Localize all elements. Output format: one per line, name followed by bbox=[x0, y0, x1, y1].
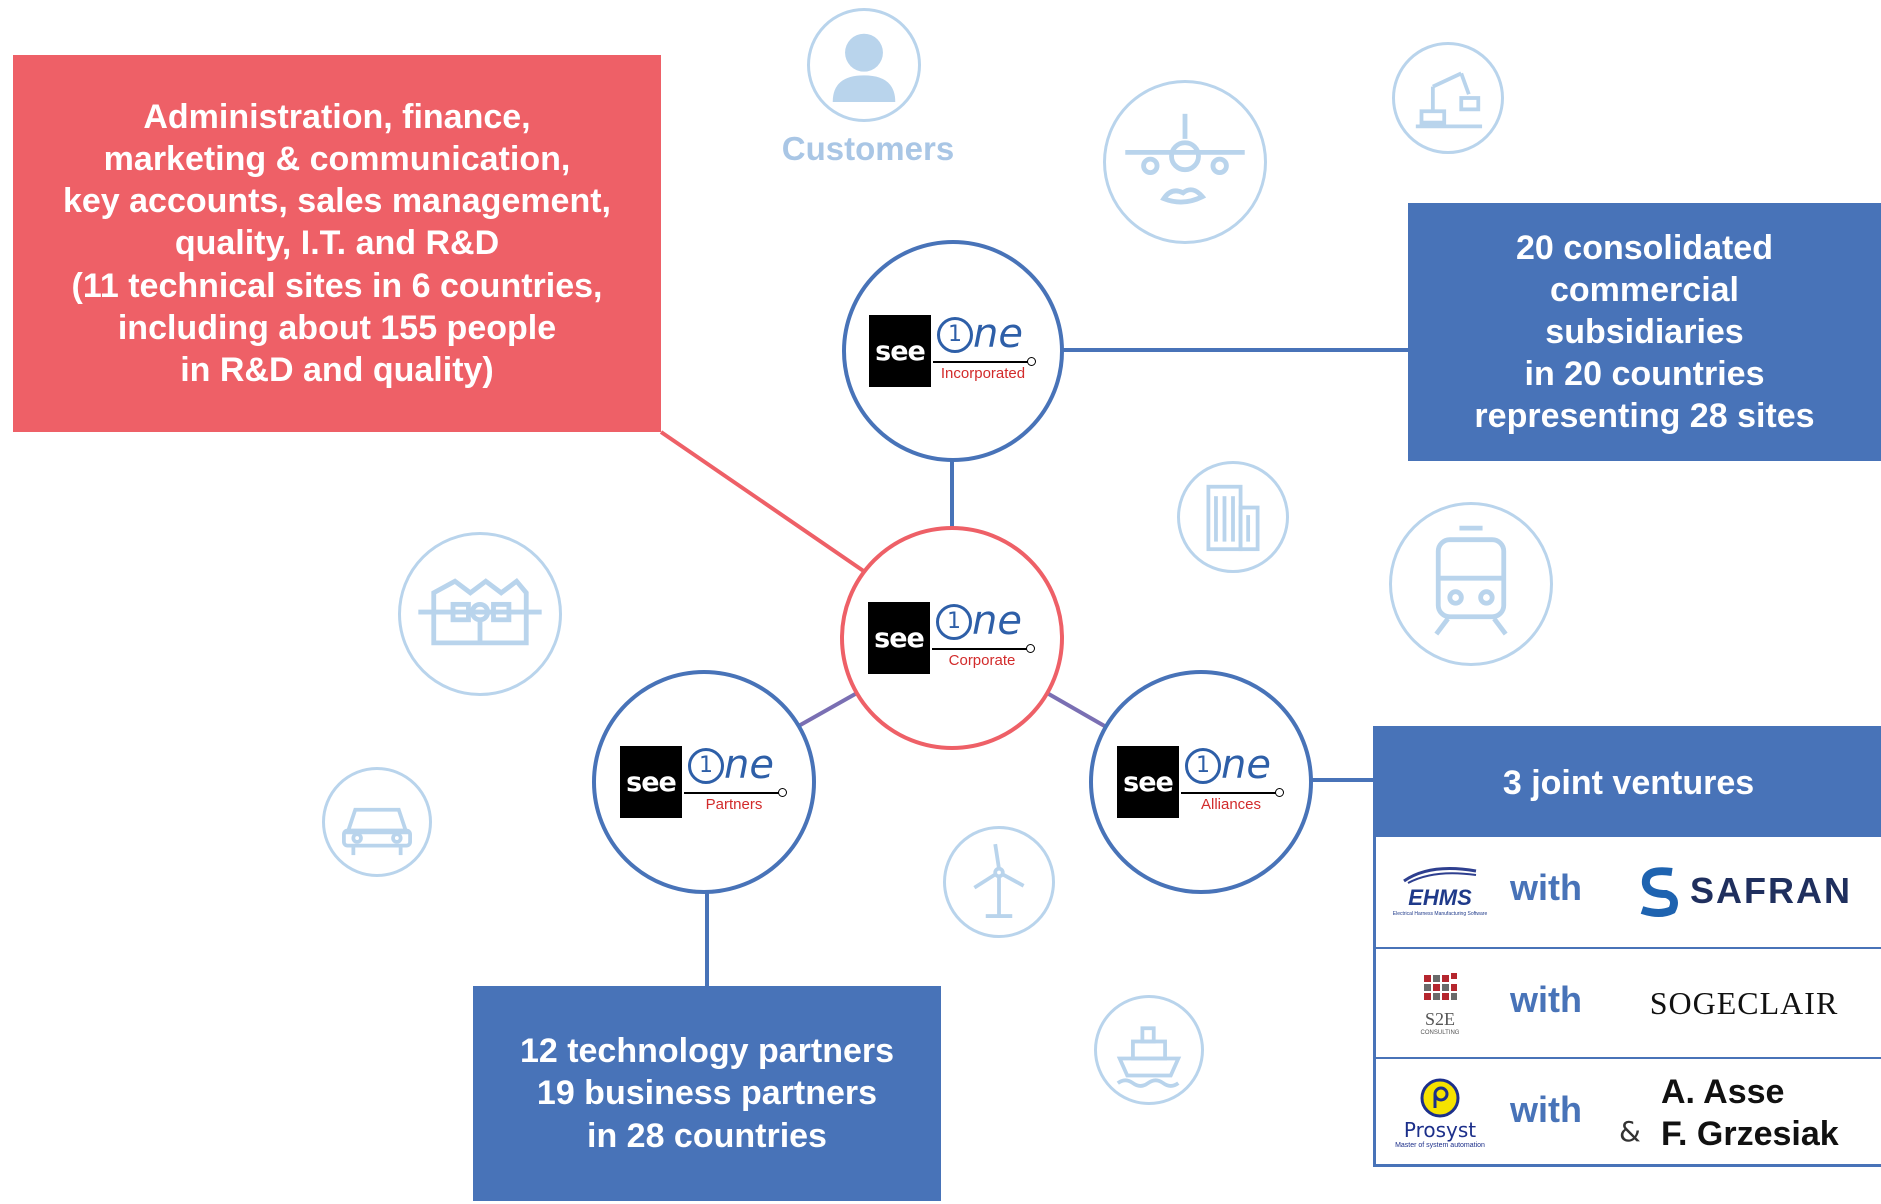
logo-see: see bbox=[1117, 746, 1179, 818]
headquarters-info-box: Administration, finance, marketing & com… bbox=[13, 55, 661, 432]
safran-s-icon bbox=[1640, 867, 1678, 917]
s2e-logo: S2E CONSULTING bbox=[1384, 949, 1496, 1057]
subsidiaries-info-text: 20 consolidated commercial subsidiaries … bbox=[1474, 228, 1815, 436]
partners-info-text: 12 technology partners 19 business partn… bbox=[519, 1032, 895, 1155]
node-label-incorporated: Incorporated bbox=[940, 365, 1026, 382]
ehms-logo: EHMS Electrical Harness Manufacturing So… bbox=[1384, 837, 1496, 945]
logo-dot bbox=[1027, 357, 1036, 366]
sogeclair-logo: SOGECLAIR bbox=[1604, 949, 1881, 1057]
customers-label: Customers bbox=[781, 130, 955, 167]
subsidiaries-info-box: 20 consolidated commercial subsidiaries … bbox=[1408, 203, 1881, 461]
node-label-alliances: Alliances bbox=[1200, 796, 1262, 813]
s2e-subtitle: CONSULTING bbox=[1420, 1029, 1460, 1036]
logo-line bbox=[1181, 792, 1277, 794]
ship-icon bbox=[1094, 995, 1204, 1105]
prosyst-logo: Prosyst Master of system automation bbox=[1384, 1059, 1496, 1167]
partner-name-grzesiak: F. Grzesiak bbox=[1661, 1115, 1839, 1153]
partner-name-asse: A. Asse bbox=[1661, 1073, 1785, 1111]
prosyst-name: Prosyst bbox=[1403, 1117, 1477, 1142]
customer-icon bbox=[807, 8, 921, 122]
airplane-icon bbox=[1103, 80, 1267, 244]
prosyst-circle-icon bbox=[1420, 1078, 1460, 1117]
line-corporate-to-partners bbox=[794, 691, 858, 730]
logo-dot bbox=[1275, 788, 1284, 797]
jv-row-ehms: EHMS Electrical Harness Manufacturing So… bbox=[1376, 837, 1881, 947]
partners-info-box: 12 technology partners 19 business partn… bbox=[473, 986, 941, 1201]
s2e-name: S2E bbox=[1424, 1008, 1455, 1029]
jv-row-prosyst: Prosyst Master of system automation with… bbox=[1376, 1057, 1881, 1167]
train-icon bbox=[1389, 502, 1553, 666]
with-label: with bbox=[1510, 867, 1582, 908]
logo-see: see bbox=[869, 315, 931, 387]
joint-ventures-title: 3 joint ventures bbox=[1376, 729, 1881, 837]
ampersand: & bbox=[1619, 1115, 1641, 1148]
building-icon bbox=[1177, 461, 1289, 573]
logo-line bbox=[932, 648, 1028, 650]
logo-line bbox=[933, 361, 1029, 363]
line-hq-to-corporate bbox=[659, 430, 867, 574]
robot-arm-icon bbox=[1392, 42, 1504, 154]
headquarters-info-text: Administration, finance, marketing & com… bbox=[62, 97, 612, 389]
s2e-grid-icon bbox=[1424, 972, 1457, 1000]
logo-see: see bbox=[868, 602, 930, 674]
jv-row-s2e: S2E CONSULTING with SOGECLAIR bbox=[1376, 947, 1881, 1057]
logo-dot bbox=[1026, 644, 1035, 653]
ehms-swoosh-icon bbox=[1403, 867, 1477, 884]
safran-name: SAFRAN bbox=[1690, 870, 1852, 911]
node-label-partners: Partners bbox=[705, 796, 763, 813]
node-label-corporate: Corporate bbox=[948, 652, 1016, 669]
with-label: with bbox=[1510, 979, 1582, 1020]
joint-ventures-panel: 3 joint ventures EHMS Electrical Harness… bbox=[1373, 726, 1881, 1167]
prosyst-subtitle: Master of system automation bbox=[1395, 1141, 1485, 1149]
car-icon bbox=[322, 767, 432, 877]
logo-see: see bbox=[620, 746, 682, 818]
factory-icon bbox=[398, 532, 562, 696]
ehms-subtitle: Electrical Harness Manufacturing Softwar… bbox=[1392, 911, 1488, 917]
with-label: with bbox=[1510, 1089, 1582, 1130]
safran-logo: SAFRAN bbox=[1604, 837, 1881, 945]
logo-dot bbox=[778, 788, 787, 797]
sogeclair-name: SOGECLAIR bbox=[1649, 984, 1839, 1021]
logo-line bbox=[684, 792, 780, 794]
wind-turbine-icon bbox=[943, 826, 1055, 938]
ehms-name: EHMS bbox=[1408, 885, 1472, 910]
line-corporate-to-alliances bbox=[1046, 691, 1109, 730]
